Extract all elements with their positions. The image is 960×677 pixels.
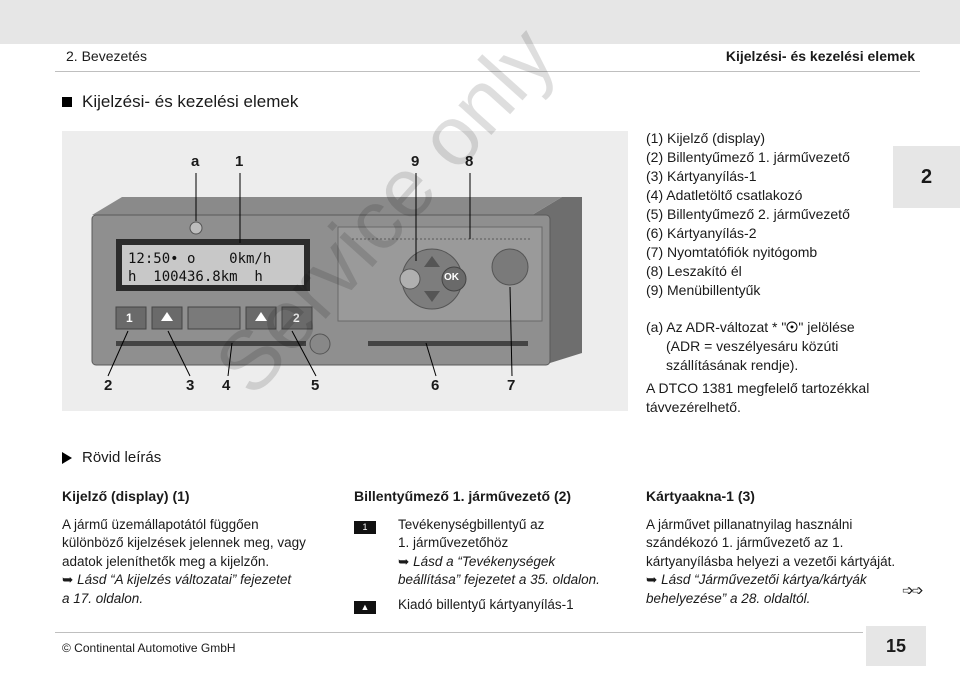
- col1-line: különböző kijelzések jelennek meg, vagy: [62, 535, 306, 550]
- legend-item: (6) Kártyanyílás-2: [646, 225, 757, 241]
- callout-2: 2: [104, 377, 113, 394]
- col1-heading: Kijelző (display) (1): [62, 488, 190, 504]
- column-card-slot: Kártyaakna-1 (3) A járművet pillanatnyil…: [646, 487, 926, 608]
- col2-reference: ➥ Lásd a “Tevékenységek: [398, 553, 556, 569]
- display-line-1: 12:50• o 0km/h: [128, 251, 272, 267]
- key-eject-row: ▲ Kiadó billentyű kártyanyílás-1: [354, 596, 634, 618]
- adr-icon-circle: [189, 221, 203, 235]
- figure-legend: (1) Kijelző (display) (2) Billentyűmező …: [646, 129, 850, 300]
- reference-arrow-icon: ➥: [62, 572, 74, 587]
- callout-4: 4: [222, 377, 231, 394]
- key-activity-row: 1 Tevékenységbillentyű az 1. járművezető…: [354, 516, 634, 590]
- callout-a: a: [191, 153, 200, 170]
- page-number: 15: [866, 626, 926, 666]
- col3-line: kártyanyílásba helyezi a vezetői kártyáj…: [646, 553, 896, 569]
- figure-panel: 12:50• o 0km/h h 100436.8km h OK 1 2 a 1…: [62, 131, 628, 411]
- col3-line: A járművet pillanatnyilag használni: [646, 516, 853, 532]
- callout-6: 6: [431, 377, 440, 394]
- square-bullet-icon: [62, 97, 72, 107]
- legend-item: (8) Leszakító él: [646, 263, 742, 279]
- reference-arrow-icon: ➥: [646, 572, 658, 587]
- col3-reference-page: behelyezése” a 28. oldaltól.: [646, 590, 811, 606]
- col1-reference-page: a 17. oldalon.: [62, 590, 144, 606]
- callout-7: 7: [507, 377, 516, 394]
- triangle-bullet-icon: [62, 451, 72, 464]
- legend-item: (4) Adatletöltő csatlakozó: [646, 187, 803, 203]
- callout-8: 8: [465, 153, 474, 170]
- col1-line: adatok jeleníthetők meg a kijelzőn.: [62, 553, 270, 569]
- col1-reference: ➥ Lásd “A kijelzés változatai” fejezetet: [62, 572, 292, 587]
- callout-3: 3: [186, 377, 195, 394]
- legend-item: (1) Kijelző (display): [646, 130, 766, 146]
- section-title: Kijelzési- és kezelési elemek: [62, 92, 298, 112]
- header-rule: [55, 71, 920, 72]
- chapter-tab: 2: [893, 146, 960, 208]
- legend-item: (2) Billentyűmező 1. járművezető: [646, 149, 850, 165]
- callout-5: 5: [311, 377, 320, 394]
- footer-copyright: © Continental Automotive GmbH: [62, 641, 236, 655]
- continue-arrows-icon: ➩➩: [902, 582, 924, 598]
- header-chapter: 2. Bevezetés: [66, 48, 147, 64]
- column-display: Kijelző (display) (1) A jármű üzemállapo…: [62, 487, 342, 608]
- section-title-text: Kijelzési- és kezelési elemek: [82, 92, 299, 111]
- eject-key-icon: ▲: [354, 601, 376, 615]
- legend-item: (5) Billentyűmező 2. járművezető: [646, 206, 850, 222]
- callout-1: 1: [235, 153, 244, 170]
- display-line-2: h 100436.8km h: [128, 269, 263, 285]
- reference-arrow-icon: ➥: [398, 553, 410, 569]
- col1-line: A jármű üzemállapotától függően: [62, 516, 259, 532]
- col3-heading: Kártyaakna-1 (3): [646, 488, 755, 504]
- key-2-label: 2: [293, 311, 300, 325]
- key-1-label: 1: [126, 311, 133, 325]
- adr-note-line-1: (a) Az ADR-változat * "" jelölése: [646, 319, 855, 335]
- adr-note-line-2: (ADR = veszélyesáru közúti: [666, 338, 839, 354]
- col2-heading: Billentyűmező 1. járművezető (2): [354, 488, 572, 504]
- footer-rule: [55, 632, 863, 633]
- dtco-note-line-2: távvezérelhető.: [646, 399, 741, 415]
- header-topic: Kijelzési- és kezelési elemek: [725, 48, 915, 64]
- callout-9: 9: [411, 153, 420, 170]
- adr-note-line-3: szállításának rendje).: [666, 357, 799, 373]
- col3-reference: ➥ Lásd “Járművezetői kártya/kártyák: [646, 572, 867, 587]
- adr-icon: [786, 321, 798, 333]
- subsection-title: Rövid leírás: [62, 449, 161, 466]
- tachograph-illustration: [91, 173, 582, 377]
- legend-item: (3) Kártyanyílás-1: [646, 168, 757, 184]
- top-band: [0, 0, 960, 44]
- adr-notes: (a) Az ADR-változat * "" jelölése (ADR =…: [646, 318, 869, 417]
- ok-key-label: OK: [444, 272, 459, 283]
- col3-line: szándékozó 1. járművezető az 1.: [646, 535, 844, 550]
- activity-key-icon: 1: [354, 521, 376, 535]
- dtco-note-line-1: A DTCO 1381 megfelelő tartozékkal: [646, 380, 870, 396]
- column-keypad: Billentyűmező 1. járművezető (2) 1 Tevék…: [354, 487, 634, 617]
- legend-item: (9) Menübillentyűk: [646, 282, 761, 298]
- legend-item: (7) Nyomtatófiók nyitógomb: [646, 244, 818, 260]
